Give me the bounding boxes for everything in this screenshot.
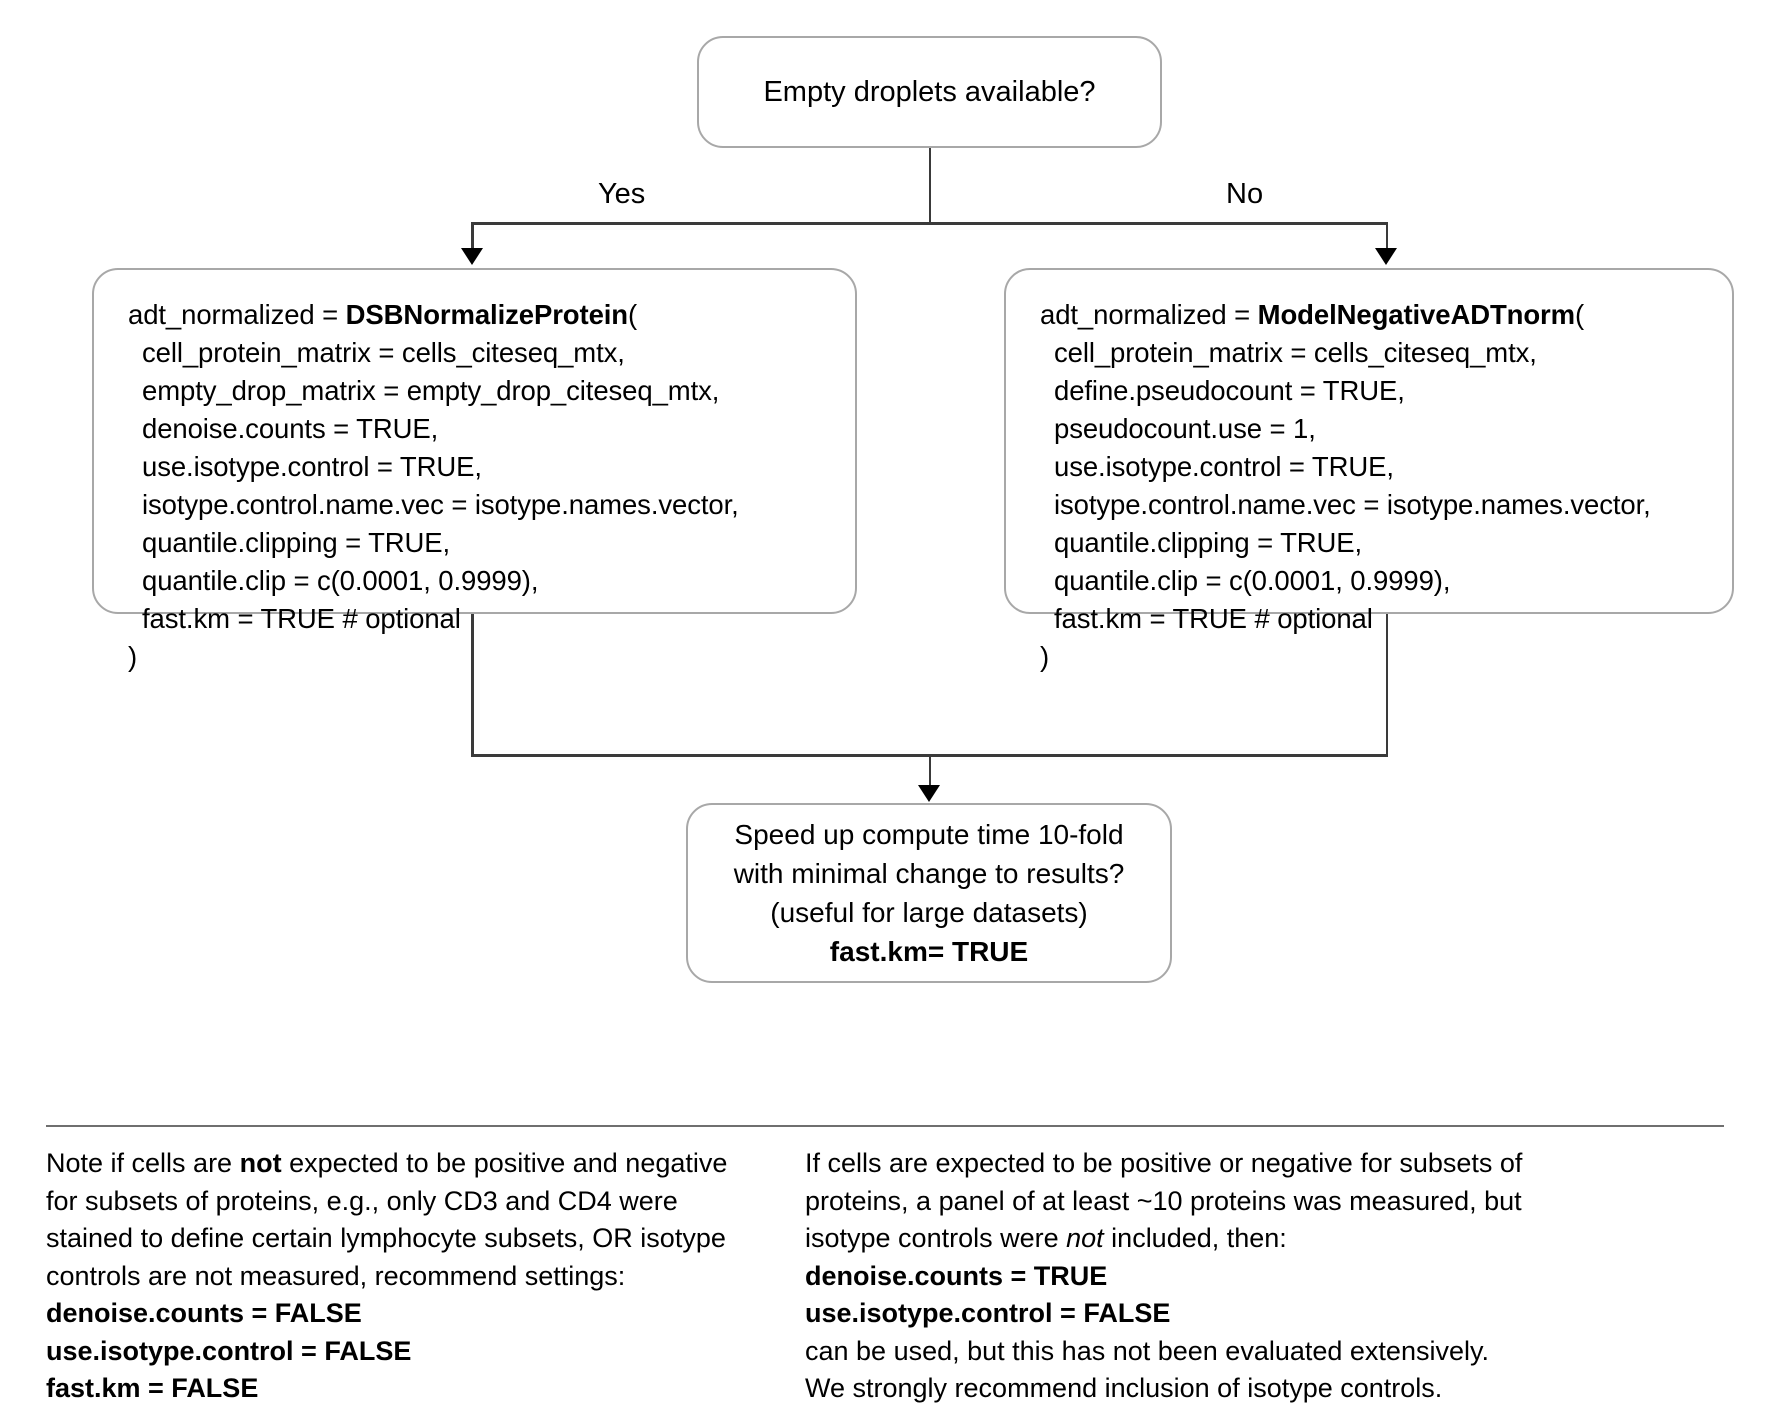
footer-note-right: If cells are expected to be positive or … xyxy=(805,1145,1595,1408)
note-line: stained to define certain lymphocyte sub… xyxy=(46,1223,726,1253)
code-line: adt_normalized = ModelNegativeADTnorm( xyxy=(1040,299,1585,330)
connector-merge-drop xyxy=(928,754,931,787)
code-line: empty_drop_matrix = empty_drop_citeseq_m… xyxy=(142,375,720,406)
speed-node-line-1: Speed up compute time 10-fold xyxy=(734,819,1124,850)
note-line: isotype controls were not included, then… xyxy=(805,1223,1287,1253)
code-line: pseudocount.use = 1, xyxy=(1054,413,1316,444)
code-line: quantile.clip = c(0.0001, 0.9999), xyxy=(1054,565,1451,596)
code-line: isotype.control.name.vec = isotype.names… xyxy=(1054,489,1651,520)
note-setting-use-isotype-control: use.isotype.control = FALSE xyxy=(805,1298,1171,1328)
code-line: quantile.clipping = TRUE, xyxy=(1054,527,1363,558)
arrow-merge-icon xyxy=(918,785,940,802)
connector-right-drop xyxy=(1385,222,1388,250)
code-line: ) xyxy=(1040,641,1050,672)
note-line: If cells are expected to be positive or … xyxy=(805,1148,1523,1178)
footer-divider xyxy=(46,1125,1724,1127)
connector-right-merge xyxy=(1385,614,1388,756)
connector-root-trunk xyxy=(928,148,931,224)
branch-label-no: No xyxy=(1226,178,1264,210)
speed-node-line-2: with minimal change to results? xyxy=(733,858,1125,889)
code-line: ) xyxy=(128,641,138,672)
note-line: proteins, a panel of at least ~10 protei… xyxy=(805,1185,1522,1216)
note-setting-use-isotype-control: use.isotype.control = FALSE xyxy=(46,1335,412,1366)
code-line: quantile.clip = c(0.0001, 0.9999), xyxy=(142,565,539,596)
footer-note-left: Note if cells are not expected to be pos… xyxy=(46,1145,766,1408)
code-line: denoise.counts = TRUE, xyxy=(142,413,439,444)
speed-node-setting: fast.km= TRUE xyxy=(829,936,1029,967)
connector-left-merge xyxy=(471,614,474,756)
code-line: use.isotype.control = TRUE, xyxy=(1054,451,1394,482)
note-line: controls are not measured, recommend set… xyxy=(46,1260,626,1291)
code-line: isotype.control.name.vec = isotype.names… xyxy=(142,489,739,520)
code-line: use.isotype.control = TRUE, xyxy=(142,451,482,482)
code-line: cell_protein_matrix = cells_citeseq_mtx, xyxy=(142,337,625,368)
connector-split-bar xyxy=(471,222,1388,225)
decision-node-empty-droplets[interactable]: Empty droplets available? xyxy=(697,36,1162,148)
arrow-left-branch-icon xyxy=(461,248,483,265)
note-line: We strongly recommend inclusion of isoty… xyxy=(805,1373,1443,1403)
note-line: for subsets of proteins, e.g., only CD3 … xyxy=(46,1185,678,1216)
code-node-model-negative-adtnorm[interactable]: adt_normalized = ModelNegativeADTnorm( c… xyxy=(1004,268,1734,672)
speed-node-line-3: (useful for large datasets) xyxy=(770,897,1088,928)
arrow-right-branch-icon xyxy=(1375,248,1397,265)
note-line: can be used, but this has not been evalu… xyxy=(805,1335,1489,1366)
note-setting-denoise-counts: denoise.counts = FALSE xyxy=(46,1298,362,1328)
decision-node-empty-droplets-label: Empty droplets available? xyxy=(763,75,1096,108)
note-setting-denoise-counts: denoise.counts = TRUE xyxy=(805,1260,1108,1291)
decision-node-speed-up-compute[interactable]: Speed up compute time 10-fold with minim… xyxy=(686,803,1172,983)
code-line: quantile.clipping = TRUE, xyxy=(142,527,451,558)
code-line: fast.km = TRUE # optional xyxy=(142,603,461,634)
code-line: fast.km = TRUE # optional xyxy=(1054,603,1373,634)
code-line: adt_normalized = DSBNormalizeProtein( xyxy=(128,299,638,330)
code-line: cell_protein_matrix = cells_citeseq_mtx, xyxy=(1054,337,1537,368)
code-node-dsb-normalize-protein[interactable]: adt_normalized = DSBNormalizeProtein( ce… xyxy=(92,268,857,672)
note-line: Note if cells are not expected to be pos… xyxy=(46,1148,728,1178)
connector-left-drop xyxy=(471,222,474,250)
branch-label-yes: Yes xyxy=(598,178,646,210)
code-line: define.pseudocount = TRUE, xyxy=(1054,375,1405,406)
note-setting-fast-km: fast.km = FALSE xyxy=(46,1373,259,1403)
